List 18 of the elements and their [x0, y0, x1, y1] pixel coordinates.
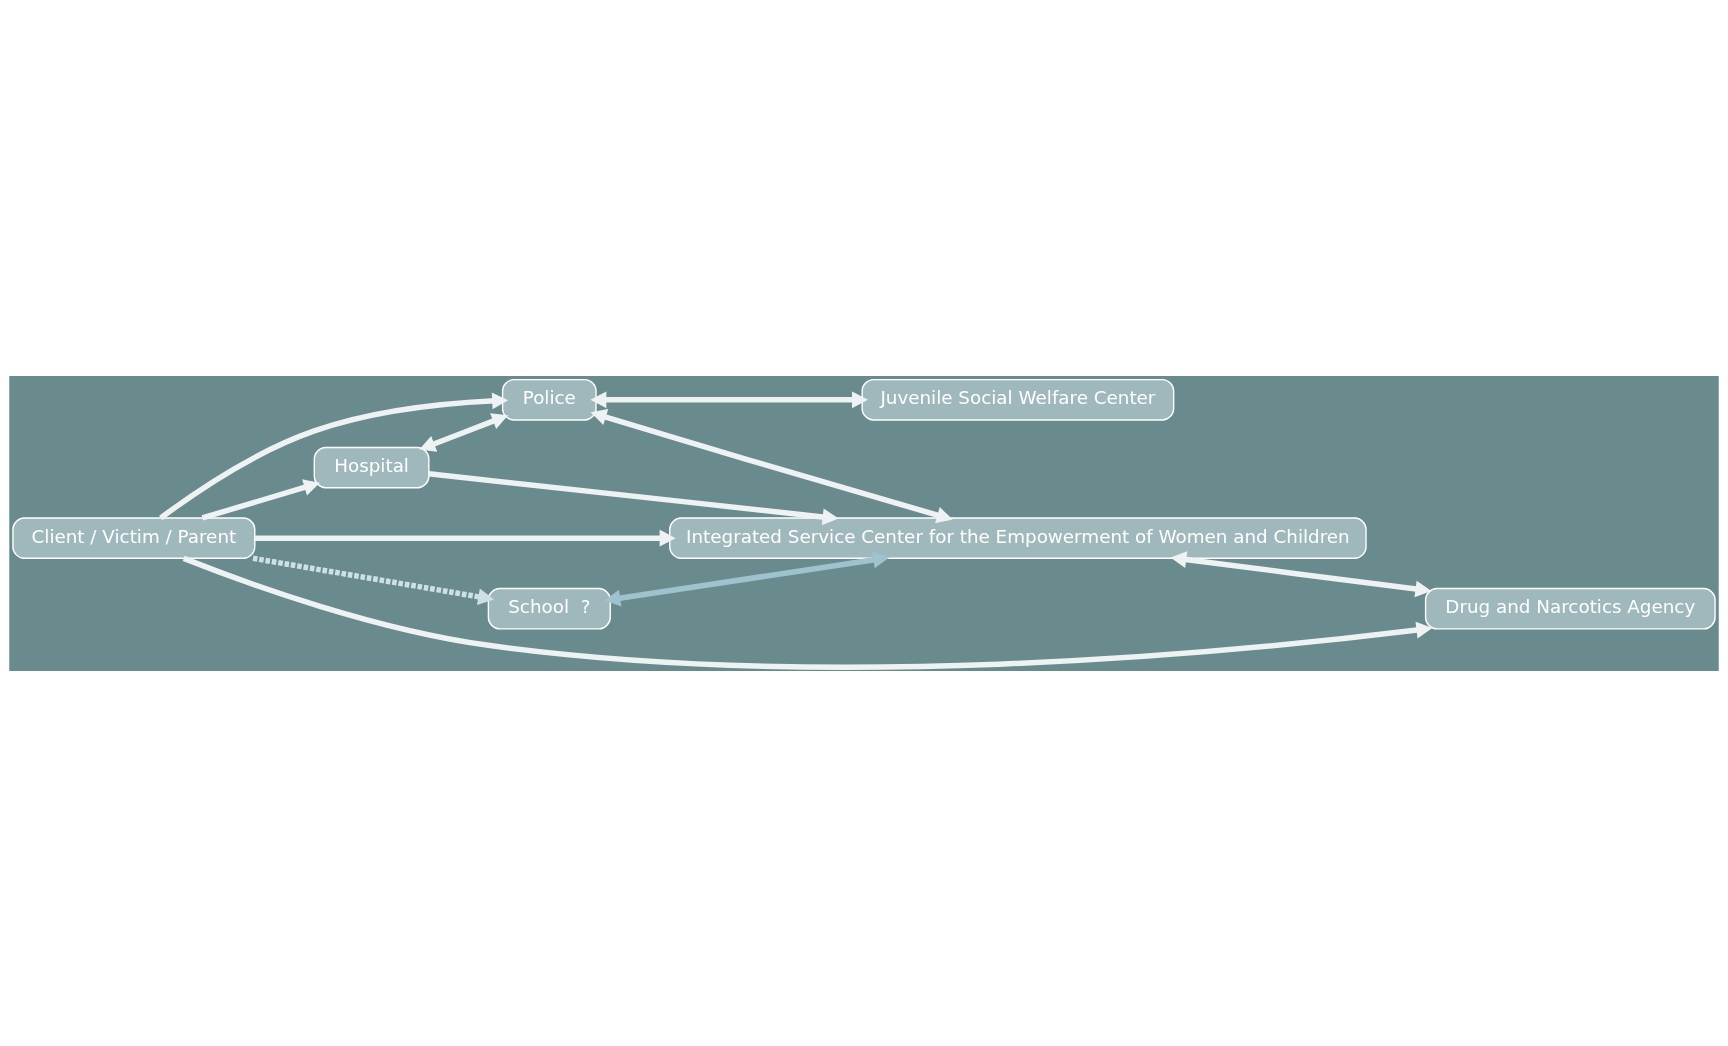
arrow [159, 392, 509, 520]
arrow [182, 555, 1433, 670]
arrow [590, 408, 953, 523]
arrow [604, 551, 890, 606]
node-box: Drug and Narcotics Agency [1424, 587, 1716, 630]
node-box: Client / Victim / Parent [12, 516, 256, 559]
node-box: Juvenile Social Welfare Center [861, 378, 1175, 421]
arrow [419, 412, 509, 452]
arrow [254, 529, 676, 547]
arrow [201, 478, 320, 521]
node-box: Hospital [313, 446, 430, 488]
arrow [428, 470, 839, 525]
arrow [252, 555, 495, 605]
arrow [1170, 550, 1432, 597]
node-box: Police [501, 378, 597, 421]
node-box: Integrated Service Center for the Empowerment of Women and Children [669, 516, 1367, 559]
arrow [590, 390, 868, 408]
node-box: School ? [487, 587, 611, 630]
